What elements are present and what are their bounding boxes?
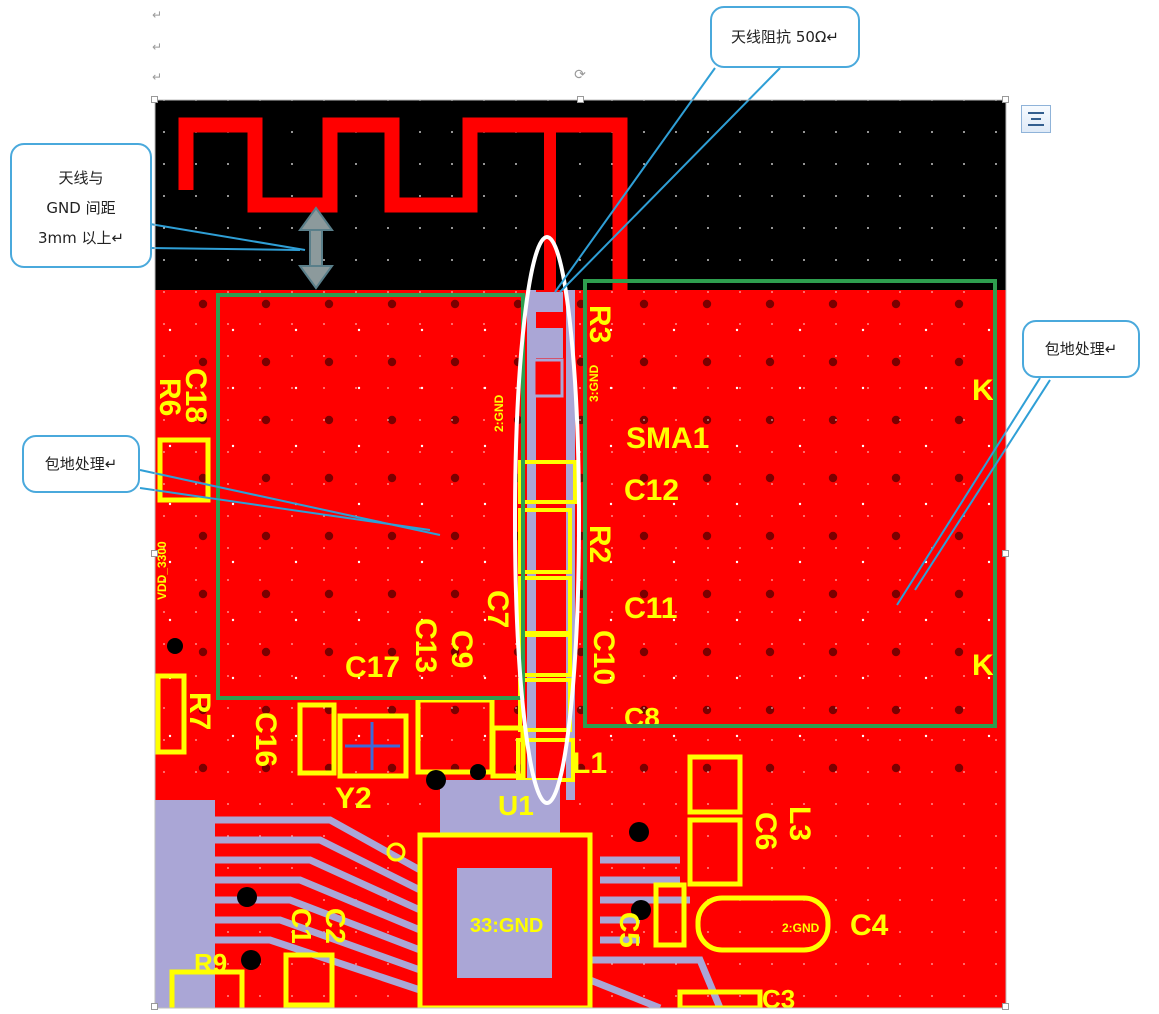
resize-handle-top-left[interactable]: [151, 96, 158, 103]
label-vdd: VDD_3300: [155, 541, 169, 600]
label-y2: Y2: [335, 782, 372, 815]
callout-text: 包地处理↵: [44, 455, 118, 473]
paragraph-mark: ↵: [152, 8, 163, 22]
label-c6: C6: [749, 812, 782, 850]
layout-options-icon[interactable]: [1021, 105, 1051, 133]
paragraph-mark: ↵: [152, 70, 163, 84]
callout-text-line1: 天线与: [58, 169, 104, 187]
label-c3: C3: [762, 984, 795, 1014]
callout-text-line2: GND 间距: [46, 199, 116, 217]
callout-antenna-gnd-spacing: 天线与 GND 间距 3mm 以上↵: [10, 143, 152, 268]
label-c7: C7: [481, 590, 514, 628]
callout-ground-pour-left: 包地处理↵: [22, 435, 140, 493]
label-c2: C2: [320, 908, 351, 944]
label-k-top: K: [972, 374, 994, 407]
label-pad-3gnd: 3:GND: [587, 364, 601, 402]
label-r9: R9: [194, 948, 227, 978]
resize-handle-top-right[interactable]: [1002, 96, 1009, 103]
label-c8: C8: [624, 702, 660, 733]
ground-pour-box-right: [583, 279, 997, 728]
label-pad-gnd: 2:GND: [782, 921, 820, 935]
label-r7: R7: [183, 692, 216, 730]
label-r6: R6: [153, 378, 186, 416]
label-k-bottom: K: [972, 649, 994, 682]
label-l1: L1: [572, 747, 607, 780]
label-u1: U1: [498, 790, 534, 821]
label-c16: C16: [249, 712, 282, 767]
label-c10: C10: [587, 630, 620, 685]
label-c13: C13: [409, 618, 442, 673]
resize-handle-bottom-left[interactable]: [151, 1003, 158, 1010]
callout-text: 天线阻抗 50Ω↵: [731, 28, 839, 46]
rotate-handle-icon[interactable]: ⟳: [574, 67, 586, 83]
label-c11: C11: [624, 592, 677, 625]
resize-handle-bottom-right[interactable]: [1002, 1003, 1009, 1010]
label-c18: C18: [179, 368, 212, 423]
label-c12: C12: [624, 474, 679, 507]
label-c17: C17: [345, 651, 400, 684]
spacing-arrow: [298, 206, 334, 290]
label-c5: C5: [614, 912, 645, 948]
callout-antenna-impedance: 天线阻抗 50Ω↵: [710, 6, 860, 68]
label-c9: C9: [445, 630, 478, 668]
label-c4: C4: [850, 909, 889, 942]
ground-pour-box-left: [216, 293, 525, 700]
label-pad-2gnd: 2:GND: [492, 394, 506, 432]
resize-handle-top[interactable]: [577, 96, 584, 103]
resize-handle-left[interactable]: [151, 550, 158, 557]
feedline-ellipse: [513, 235, 581, 805]
label-l3: L3: [783, 806, 816, 841]
label-c1: C1: [286, 908, 317, 944]
callout-ground-pour-right: 包地处理↵: [1022, 320, 1140, 378]
label-r3: R3: [583, 305, 616, 343]
callout-text: 包地处理↵: [1044, 340, 1118, 358]
callout-text-line3: 3mm 以上↵: [37, 229, 125, 247]
label-r2: R2: [583, 525, 616, 563]
label-sma1: SMA1: [626, 422, 709, 455]
resize-handle-right[interactable]: [1002, 550, 1009, 557]
label-chip-gnd: 33:GND: [470, 915, 543, 937]
paragraph-mark: ↵: [152, 40, 163, 54]
